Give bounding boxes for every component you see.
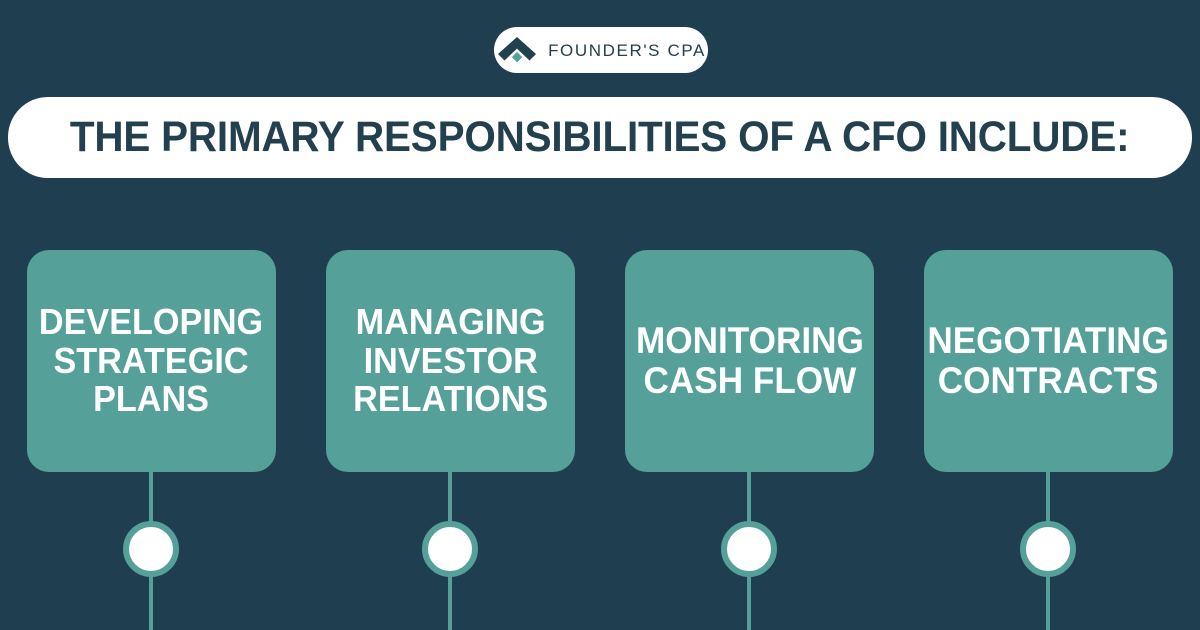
card-label: MANAGING INVESTOR RELATIONS xyxy=(352,300,549,420)
page-title: THE PRIMARY RESPONSIBILITIES OF A CFO IN… xyxy=(70,113,1130,161)
responsibility-card-row: DEVELOPING STRATEGIC PLANS MANAGING INVE… xyxy=(27,250,1173,472)
card-label: DEVELOPING STRATEGIC PLANS xyxy=(39,300,264,420)
card-label-line: INVESTOR xyxy=(363,339,538,381)
responsibility-card-negotiating-contracts[interactable]: NEGOTIATING CONTRACTS xyxy=(924,250,1173,472)
brand-wordmark: FOUNDER'S CPA xyxy=(548,40,706,60)
card-label-line: MANAGING xyxy=(355,300,546,342)
card-label-line: CONTRACTS xyxy=(938,360,1159,401)
chevron-logo-mark-icon xyxy=(496,35,538,65)
responsibility-card-developing-strategic-plans[interactable]: DEVELOPING STRATEGIC PLANS xyxy=(27,250,276,472)
timeline-node-3[interactable] xyxy=(721,521,777,577)
card-label: NEGOTIATING CONTRACTS xyxy=(928,321,1169,401)
timeline-node-2[interactable] xyxy=(422,521,478,577)
card-label-line: STRATEGIC xyxy=(53,339,250,381)
title-banner: THE PRIMARY RESPONSIBILITIES OF A CFO IN… xyxy=(8,97,1192,178)
card-label-line: NEGOTIATING xyxy=(927,320,1170,362)
timeline-node-1[interactable] xyxy=(123,521,179,577)
card-label-line: DEVELOPING xyxy=(39,300,264,342)
card-label-line: RELATIONS xyxy=(352,378,549,420)
card-label: MONITORING CASH FLOW xyxy=(636,321,864,401)
responsibility-card-managing-investor-relations[interactable]: MANAGING INVESTOR RELATIONS xyxy=(326,250,575,472)
brand-logo: FOUNDER'S CPA xyxy=(494,27,708,73)
card-label-line: MONITORING xyxy=(635,320,864,362)
card-label-line: PLANS xyxy=(93,378,210,420)
card-label-line: CASH FLOW xyxy=(643,360,856,401)
timeline-node-4[interactable] xyxy=(1020,521,1076,577)
responsibility-card-monitoring-cash-flow[interactable]: MONITORING CASH FLOW xyxy=(625,250,874,472)
